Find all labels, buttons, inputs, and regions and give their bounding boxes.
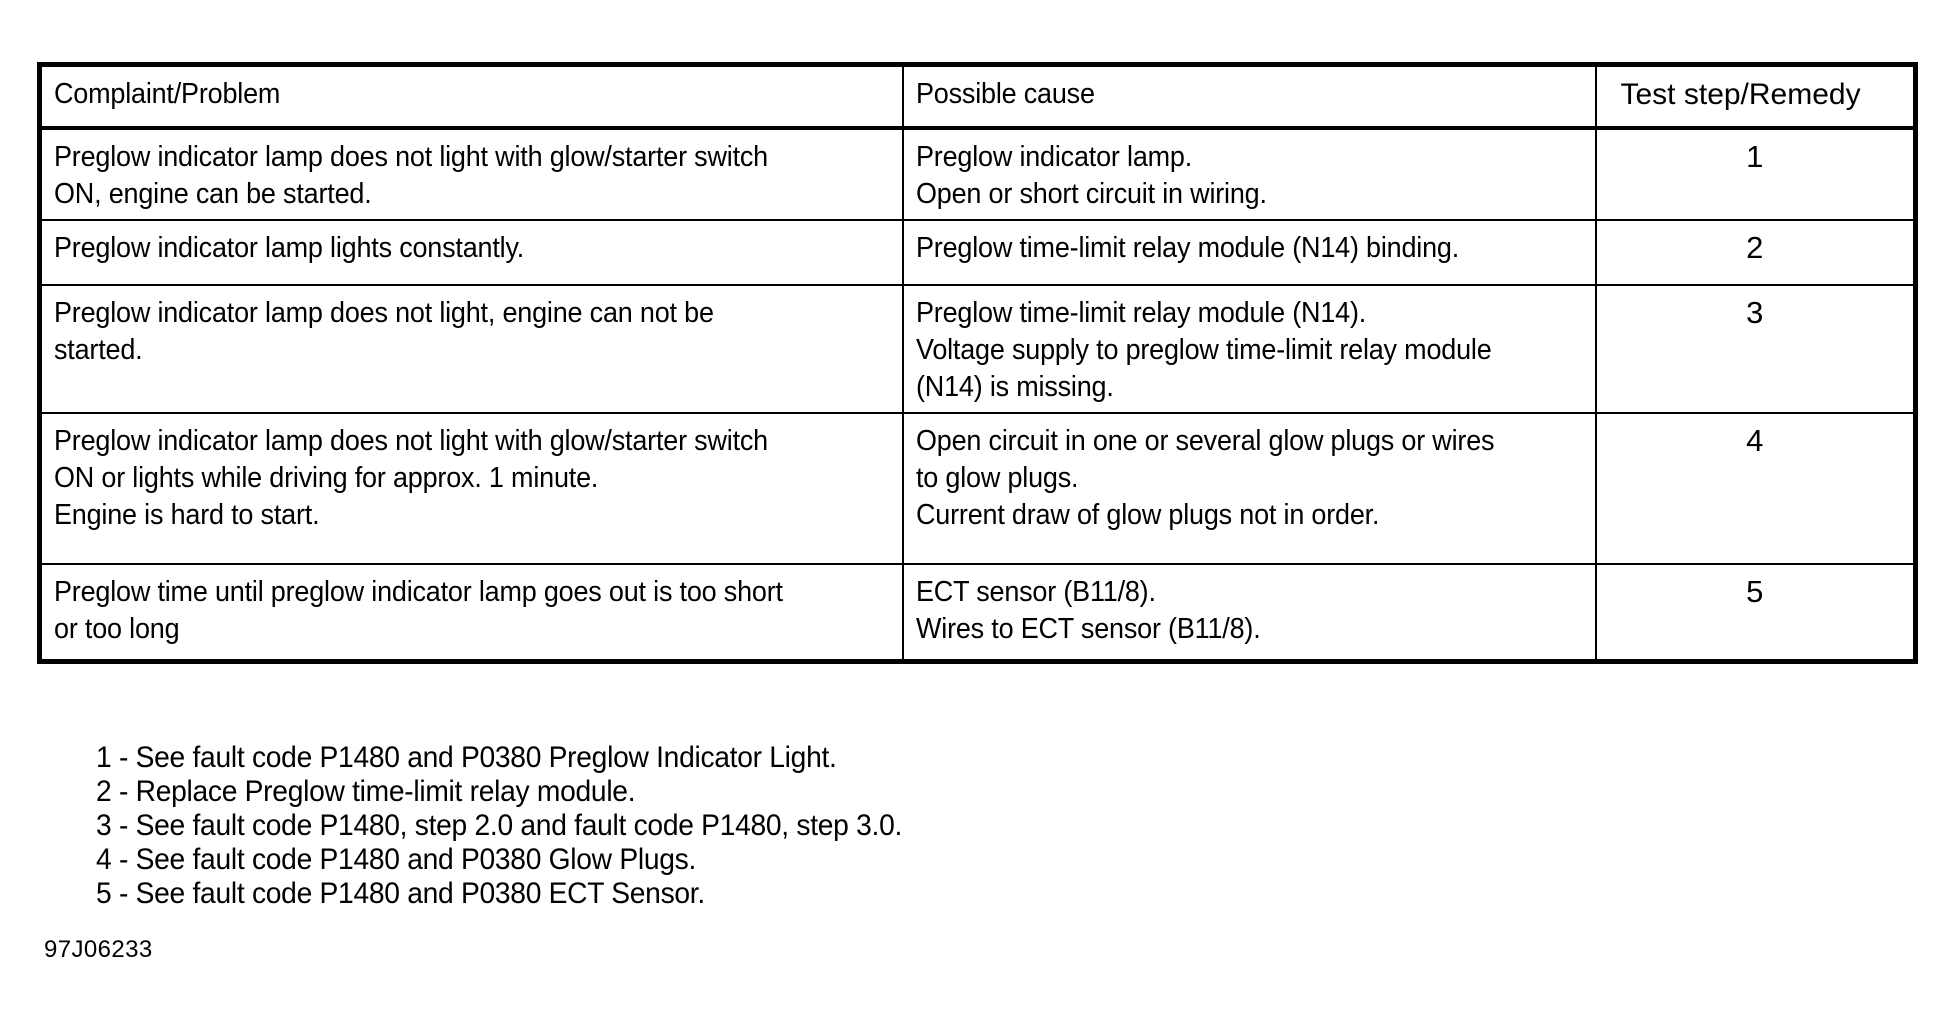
cell-remedy-text: 2 <box>1746 230 1764 265</box>
cell-complaint: Preglow indicator lamp lights constantly… <box>38 219 904 286</box>
cell-remedy: 2 <box>1594 219 1917 286</box>
cell-cause: Preglow indicator lamp. Open or short ci… <box>901 127 1597 221</box>
table-row: Preglow indicator lamp lights constantly… <box>38 219 1917 286</box>
cell-cause-text: ECT sensor (B11/8). Wires to ECT sensor … <box>915 576 1261 645</box>
cell-complaint-text: Preglow indicator lamp lights constantly… <box>54 232 525 264</box>
cell-cause: Preglow time-limit relay module (N14) bi… <box>901 219 1597 286</box>
cell-cause-text: Preglow indicator lamp. Open or short ci… <box>915 141 1267 210</box>
cell-remedy-text: 4 <box>1746 423 1764 458</box>
cell-complaint: Preglow time until preglow indicator lam… <box>38 563 904 663</box>
table-row: Preglow time until preglow indicator lam… <box>38 563 1917 663</box>
cell-remedy: 3 <box>1594 284 1917 414</box>
table-row: Preglow indicator lamp does not light wi… <box>38 412 1917 565</box>
column-header-cause: Possible cause <box>901 63 1597 130</box>
cell-complaint-text: Preglow time until preglow indicator lam… <box>54 576 783 645</box>
footnote-item: 1 - See fault code P1480 and P0380 Pregl… <box>96 741 837 774</box>
cell-cause-text: Open circuit in one or several glow plug… <box>915 425 1495 531</box>
cell-complaint-text: Preglow indicator lamp does not light wi… <box>54 425 768 531</box>
table-header-row: Complaint/Problem Possible cause Test st… <box>38 63 1917 130</box>
column-header-remedy: Test step/Remedy <box>1594 63 1917 130</box>
column-header-cause-label: Possible cause <box>915 78 1095 110</box>
footnote-item: 2 - Replace Preglow time-limit relay mod… <box>96 775 636 808</box>
cell-remedy-text: 5 <box>1746 574 1764 609</box>
footnote-list: 1 - See fault code P1480 and P0380 Pregl… <box>96 741 1496 911</box>
cell-remedy-text: 3 <box>1746 295 1764 330</box>
cell-remedy: 5 <box>1594 563 1917 663</box>
cell-cause-text: Preglow time-limit relay module (N14) bi… <box>915 232 1459 264</box>
cell-cause: Open circuit in one or several glow plug… <box>901 412 1597 565</box>
footnote-item: 3 - See fault code P1480, step 2.0 and f… <box>96 809 903 842</box>
cell-complaint-text: Preglow indicator lamp does not light wi… <box>54 141 768 210</box>
cell-remedy: 4 <box>1594 412 1917 565</box>
table-row: Preglow indicator lamp does not light wi… <box>38 127 1917 221</box>
cell-complaint: Preglow indicator lamp does not light, e… <box>38 284 904 414</box>
cell-cause: Preglow time-limit relay module (N14). V… <box>901 284 1597 414</box>
cell-remedy: 1 <box>1594 127 1917 221</box>
column-header-complaint: Complaint/Problem <box>38 63 904 130</box>
cell-complaint: Preglow indicator lamp does not light wi… <box>38 127 904 221</box>
figure-id: 97J06233 <box>44 936 153 963</box>
cell-cause-text: Preglow time-limit relay module (N14). V… <box>915 297 1492 403</box>
cell-cause: ECT sensor (B11/8). Wires to ECT sensor … <box>901 563 1597 663</box>
column-header-complaint-label: Complaint/Problem <box>54 78 281 110</box>
footnote-item: 5 - See fault code P1480 and P0380 ECT S… <box>96 877 705 910</box>
cell-complaint-text: Preglow indicator lamp does not light, e… <box>54 297 714 366</box>
cell-complaint: Preglow indicator lamp does not light wi… <box>38 412 904 565</box>
column-header-remedy-label: Test step/Remedy <box>1620 78 1861 111</box>
table-row: Preglow indicator lamp does not light, e… <box>38 284 1917 414</box>
footnote-item: 4 - See fault code P1480 and P0380 Glow … <box>96 843 697 876</box>
diagnostic-table: Complaint/Problem Possible cause Test st… <box>37 62 1918 664</box>
cell-remedy-text: 1 <box>1746 139 1764 174</box>
